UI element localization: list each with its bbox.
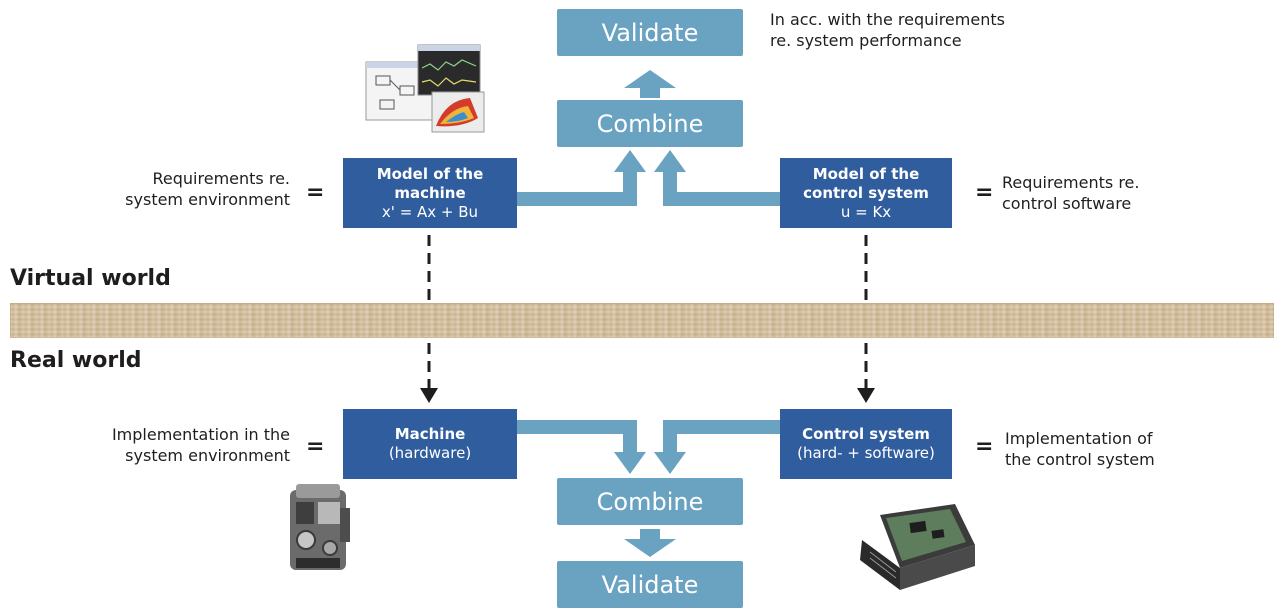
virtual-world-label: Virtual world bbox=[10, 266, 171, 291]
simulation-screenshot-icon bbox=[365, 44, 485, 133]
equals-left-top: = bbox=[306, 180, 325, 205]
dashed-machine-arrowhead bbox=[420, 388, 438, 403]
arrow-down-validate-bottom bbox=[624, 529, 676, 557]
combine-top-box: Combine bbox=[557, 100, 743, 147]
validate-top-note: In acc. with the requirements re. system… bbox=[770, 9, 1005, 51]
dashed-control-arrowhead bbox=[857, 388, 875, 403]
left-bottom-note: Implementation in the system environment bbox=[70, 424, 290, 466]
machine-box: Machine (hardware) bbox=[343, 409, 517, 479]
left-bottom-note-line2: system environment bbox=[125, 446, 290, 465]
arrow-control-to-combine bbox=[663, 420, 780, 452]
model-machine-formula: x' = Ax + Bu bbox=[381, 202, 479, 221]
right-bottom-note-line2: the control system bbox=[1005, 450, 1155, 469]
real-world-label: Real world bbox=[10, 348, 142, 373]
model-control-box: Model of the control system u = Kx bbox=[780, 158, 952, 228]
machine-title: Machine bbox=[394, 425, 466, 443]
validate-bottom-box: Validate bbox=[557, 561, 743, 608]
arrowhead-up-left bbox=[614, 150, 646, 172]
model-control-formula: u = Kx bbox=[840, 202, 892, 221]
model-control-title-l1: Model of the bbox=[812, 164, 920, 183]
arrow-up-validate-top bbox=[624, 70, 676, 98]
engine-photo-icon bbox=[290, 484, 350, 570]
model-machine-box: Model of the machine x' = Ax + Bu bbox=[343, 158, 517, 228]
left-top-note: Requirements re. system environment bbox=[100, 168, 290, 210]
virtual-real-divider bbox=[10, 303, 1274, 338]
right-top-note-line1: Requirements re. bbox=[1002, 173, 1140, 192]
control-system-box: Control system (hard- + software) bbox=[780, 409, 952, 479]
model-control-title-l2: control system bbox=[803, 183, 929, 202]
equals-right-top: = bbox=[975, 180, 994, 205]
left-top-note-line1: Requirements re. bbox=[152, 169, 290, 188]
control-system-sub: (hard- + software) bbox=[797, 444, 935, 462]
right-top-note: Requirements re. control software bbox=[1002, 172, 1139, 214]
arrowhead-down-left bbox=[614, 452, 646, 474]
control-system-title: Control system bbox=[802, 425, 930, 443]
equals-left-bottom: = bbox=[306, 434, 325, 459]
validate-top-box: Validate bbox=[557, 9, 743, 56]
arrowhead-up-right bbox=[654, 150, 686, 172]
validate-top-note-line2: re. system performance bbox=[770, 31, 962, 50]
arrow-control-model-to-combine bbox=[663, 172, 780, 206]
equals-right-bottom: = bbox=[975, 434, 994, 459]
model-machine-title-l2: machine bbox=[394, 183, 466, 202]
model-machine-title-l1: Model of the bbox=[376, 164, 484, 183]
right-bottom-note-line1: Implementation of bbox=[1005, 429, 1153, 448]
right-bottom-note: Implementation of the control system bbox=[1005, 428, 1155, 470]
arrow-machine-to-combine bbox=[517, 420, 637, 452]
ecu-board-photo-icon bbox=[860, 504, 975, 590]
left-top-note-line2: system environment bbox=[125, 190, 290, 209]
right-top-note-line2: control software bbox=[1002, 194, 1132, 213]
left-bottom-note-line1: Implementation in the bbox=[111, 425, 290, 444]
machine-sub: (hardware) bbox=[388, 444, 472, 462]
arrow-machine-model-to-combine bbox=[517, 172, 637, 206]
combine-bottom-box: Combine bbox=[557, 478, 743, 525]
arrowhead-down-right bbox=[654, 452, 686, 474]
validate-top-note-line1: In acc. with the requirements bbox=[770, 10, 1005, 29]
